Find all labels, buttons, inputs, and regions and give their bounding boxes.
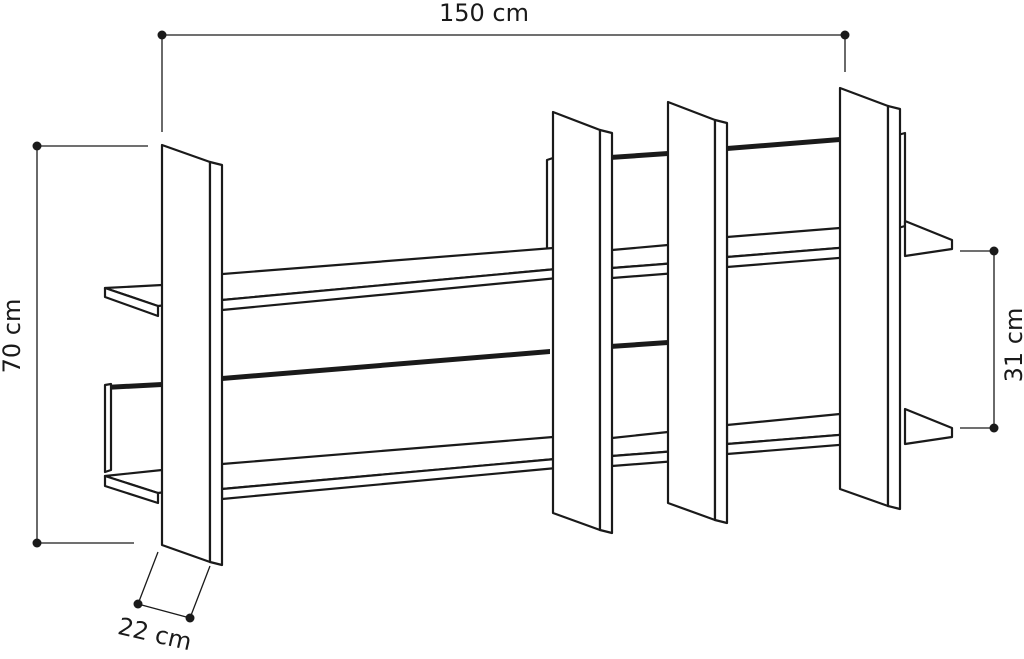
width-label: 150 cm bbox=[439, 0, 529, 27]
depth-dimension: 22 cm bbox=[115, 551, 211, 656]
width-dimension: 150 cm bbox=[157, 0, 850, 132]
height-dimension: 70 cm bbox=[0, 141, 148, 548]
upper-shelf-back-edges bbox=[105, 137, 840, 390]
height-label: 70 cm bbox=[0, 299, 26, 374]
upper-shelf bbox=[103, 219, 954, 318]
depth-label: 22 cm bbox=[115, 612, 194, 656]
vertical-panels bbox=[160, 86, 902, 567]
shelf-spacing-label: 31 cm bbox=[1000, 308, 1024, 383]
lower-shelf bbox=[103, 407, 954, 505]
shelf-spacing-dimension: 31 cm bbox=[960, 246, 1024, 433]
